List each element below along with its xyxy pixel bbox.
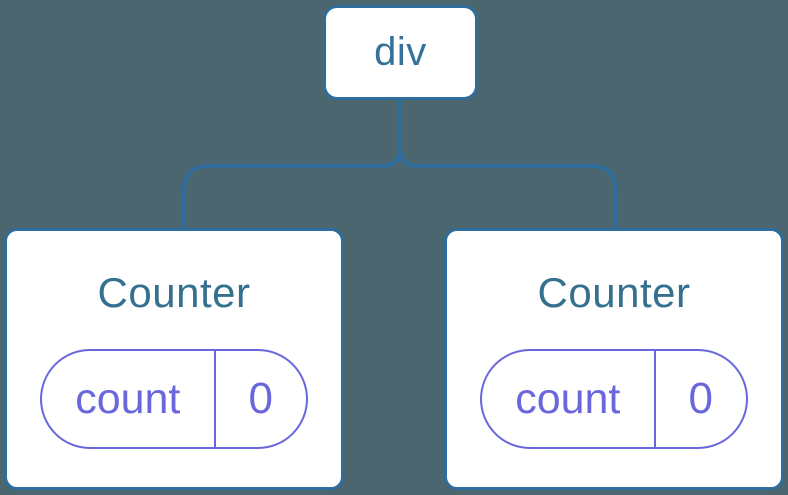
component-card-left: Counter count 0 xyxy=(4,228,344,490)
root-node: div xyxy=(323,5,478,100)
state-value: 0 xyxy=(248,374,274,423)
tree-connector-lines xyxy=(182,100,618,228)
component-card-right: Counter count 0 xyxy=(444,228,784,490)
component-card-title: Counter xyxy=(537,269,691,316)
root-node-label: div xyxy=(374,30,427,74)
state-key: count xyxy=(482,351,656,447)
connector-right-branch xyxy=(398,147,618,228)
connector-left-branch xyxy=(182,100,402,228)
state-pill: count 0 xyxy=(480,349,748,449)
state-pill: count 0 xyxy=(40,349,308,449)
state-key: count xyxy=(42,351,216,447)
state-value: 0 xyxy=(688,374,714,423)
component-card-title: Counter xyxy=(97,269,251,316)
